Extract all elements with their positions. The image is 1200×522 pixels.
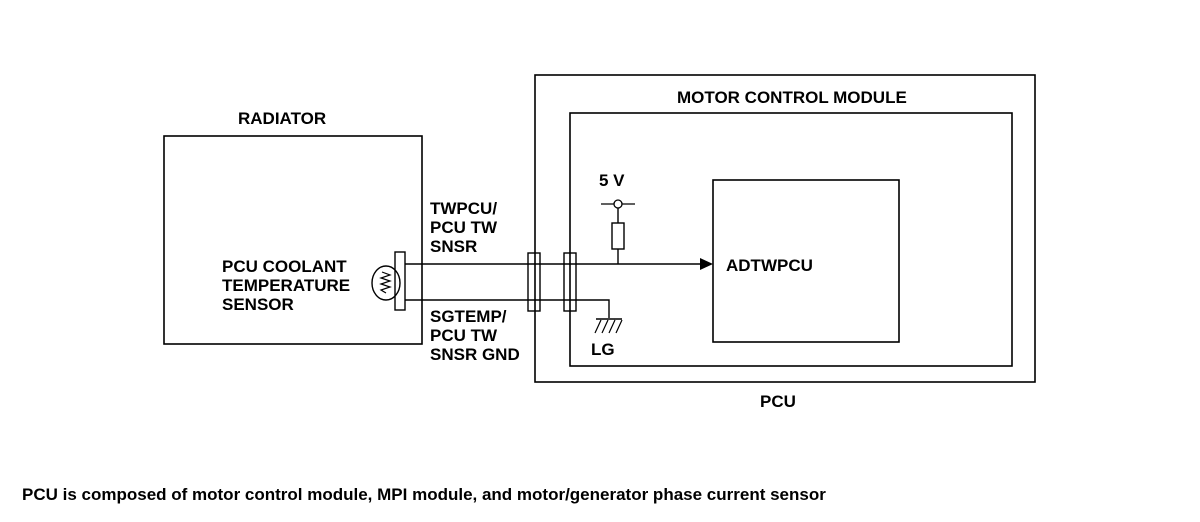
pcu-box [534, 74, 1036, 383]
footnote: PCU is composed of motor control module,… [22, 485, 826, 504]
svg-text:PCU TW: PCU TW [430, 326, 498, 345]
pcu-connector-inner [563, 252, 577, 312]
radiator-label: RADIATOR [238, 109, 326, 128]
motor-control-module-label: MOTOR CONTROL MODULE [677, 88, 907, 107]
svg-text:SNSR GND: SNSR GND [430, 345, 520, 364]
motor-control-module-box [569, 112, 1013, 367]
adtwpcu-label: ADTWPCU [726, 256, 813, 275]
svg-text:SGTEMP/: SGTEMP/ [430, 307, 507, 326]
ground-icon [594, 318, 623, 334]
svg-text:SENSOR: SENSOR [222, 295, 294, 314]
supply-terminal-icon [601, 199, 635, 209]
logic-ground-label: LG [591, 340, 615, 359]
svg-text:TEMPERATURE: TEMPERATURE [222, 276, 350, 295]
radiator-box [163, 135, 423, 345]
svg-text:TWPCU/: TWPCU/ [430, 199, 497, 218]
pcu-connector-outer [527, 252, 541, 312]
thermistor-icon [371, 265, 401, 301]
pcu-label: PCU [760, 392, 796, 411]
signal-arrow-icon [700, 258, 713, 270]
adtwpcu-box [712, 179, 900, 343]
signal-wire-label: TWPCU/ PCU TW SNSR [430, 199, 498, 256]
pullup-resistor-icon [611, 222, 625, 250]
svg-text:PCU TW: PCU TW [430, 218, 498, 237]
ground-wire [405, 299, 610, 318]
ground-wire-label: SGTEMP/ PCU TW SNSR GND [430, 307, 520, 364]
svg-text:PCU COOLANT: PCU COOLANT [222, 257, 347, 276]
sensor-label: PCU COOLANT TEMPERATURE SENSOR [222, 257, 350, 314]
sensor-connector [394, 251, 406, 311]
svg-text:SNSR: SNSR [430, 237, 477, 256]
supply-voltage-label: 5 V [599, 171, 625, 190]
